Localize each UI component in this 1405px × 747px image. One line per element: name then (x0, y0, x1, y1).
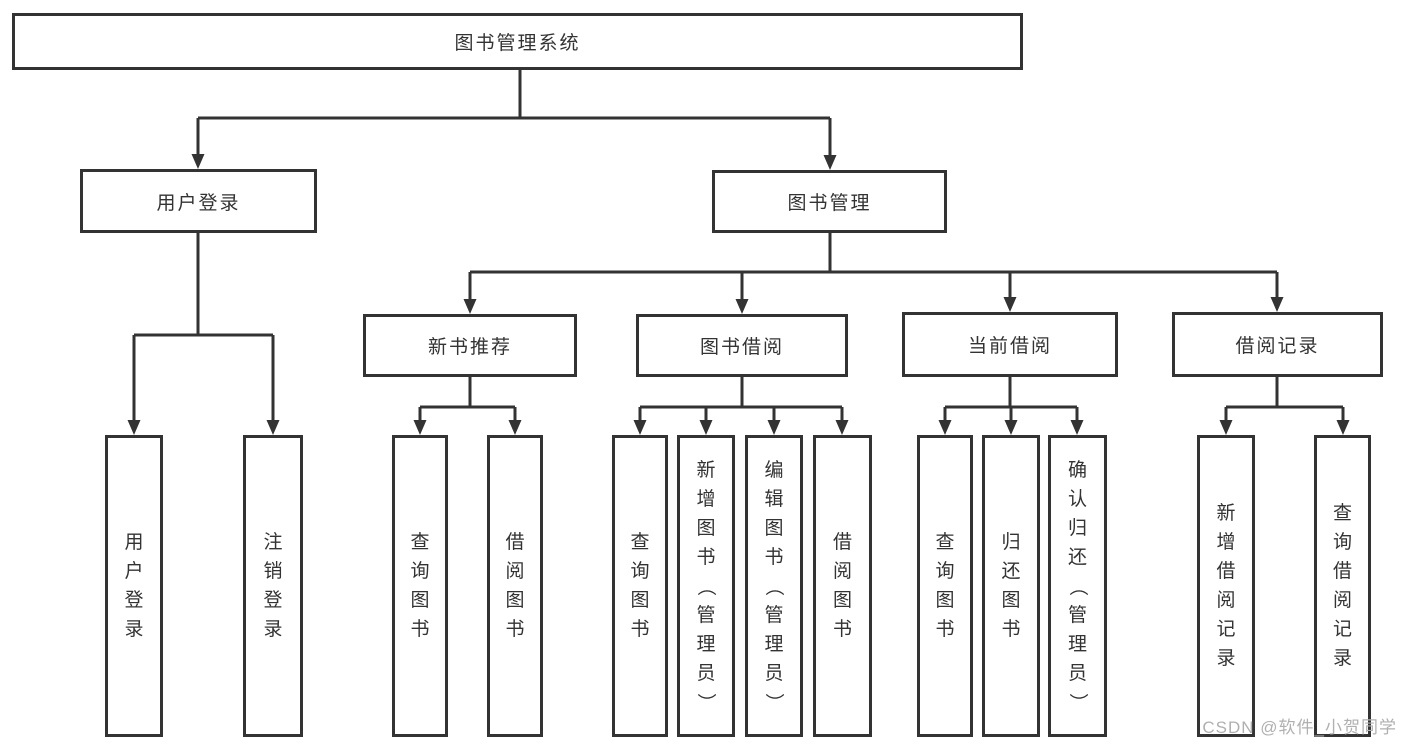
connector-lines (132, 70, 1345, 422)
node-label: 用户登录 (124, 532, 144, 640)
node-current-borrowing: 当前借阅 (902, 312, 1118, 377)
node-leaf-confirm-return: 确认归还（管理员） (1048, 435, 1107, 737)
node-label: 查询图书 (410, 532, 430, 640)
node-label: 注销登录 (263, 532, 283, 640)
node-label: 图书管理系统 (454, 33, 581, 54)
node-label: 新增借阅记录 (1216, 503, 1236, 669)
node-label: 查询图书 (935, 532, 955, 640)
node-label: 查询图书 (630, 532, 650, 640)
node-root: 图书管理系统 (12, 13, 1023, 70)
node-leaf-borrow-books-1: 借阅图书 (487, 435, 543, 737)
node-book-management: 图书管理 (712, 170, 947, 233)
node-label: 借阅记录 (1235, 336, 1320, 357)
node-label: 图书管理 (787, 193, 872, 214)
node-label: 图书借阅 (699, 337, 784, 358)
node-leaf-query-borrow-rec: 查询借阅记录 (1314, 435, 1371, 737)
node-leaf-add-books-admin: 新增图书（管理员） (677, 435, 735, 737)
node-leaf-add-borrow-rec: 新增借阅记录 (1197, 435, 1255, 737)
node-leaf-return-books: 归还图书 (982, 435, 1040, 737)
node-borrowing-records: 借阅记录 (1172, 312, 1383, 377)
node-label: 当前借阅 (967, 336, 1052, 357)
node-label: 确认归还（管理员） (1066, 459, 1088, 712)
node-leaf-query-books-1: 查询图书 (392, 435, 448, 737)
node-leaf-logout: 注销登录 (243, 435, 303, 737)
node-label: 借阅图书 (505, 532, 525, 640)
node-label: 查询借阅记录 (1332, 503, 1352, 669)
node-label: 新增图书（管理员） (695, 459, 717, 712)
csdn-watermark: CSDN @软件_小贺同学 (1202, 718, 1397, 737)
node-label: 编辑图书（管理员） (763, 459, 785, 712)
node-label: 新书推荐 (427, 337, 512, 358)
node-leaf-edit-books-admin: 编辑图书（管理员） (745, 435, 803, 737)
node-leaf-user-login: 用户登录 (105, 435, 163, 737)
node-leaf-borrow-books-2: 借阅图书 (813, 435, 872, 737)
node-label: 用户登录 (156, 192, 241, 214)
node-leaf-query-books-2: 查询图书 (612, 435, 668, 737)
node-book-borrowing: 图书借阅 (636, 314, 848, 377)
node-leaf-query-books-3: 查询图书 (917, 435, 973, 737)
node-new-book-recommend: 新书推荐 (363, 314, 577, 377)
node-label: 借阅图书 (832, 532, 852, 640)
node-user-login: 用户登录 (80, 169, 317, 233)
node-label: 归还图书 (1001, 532, 1021, 640)
